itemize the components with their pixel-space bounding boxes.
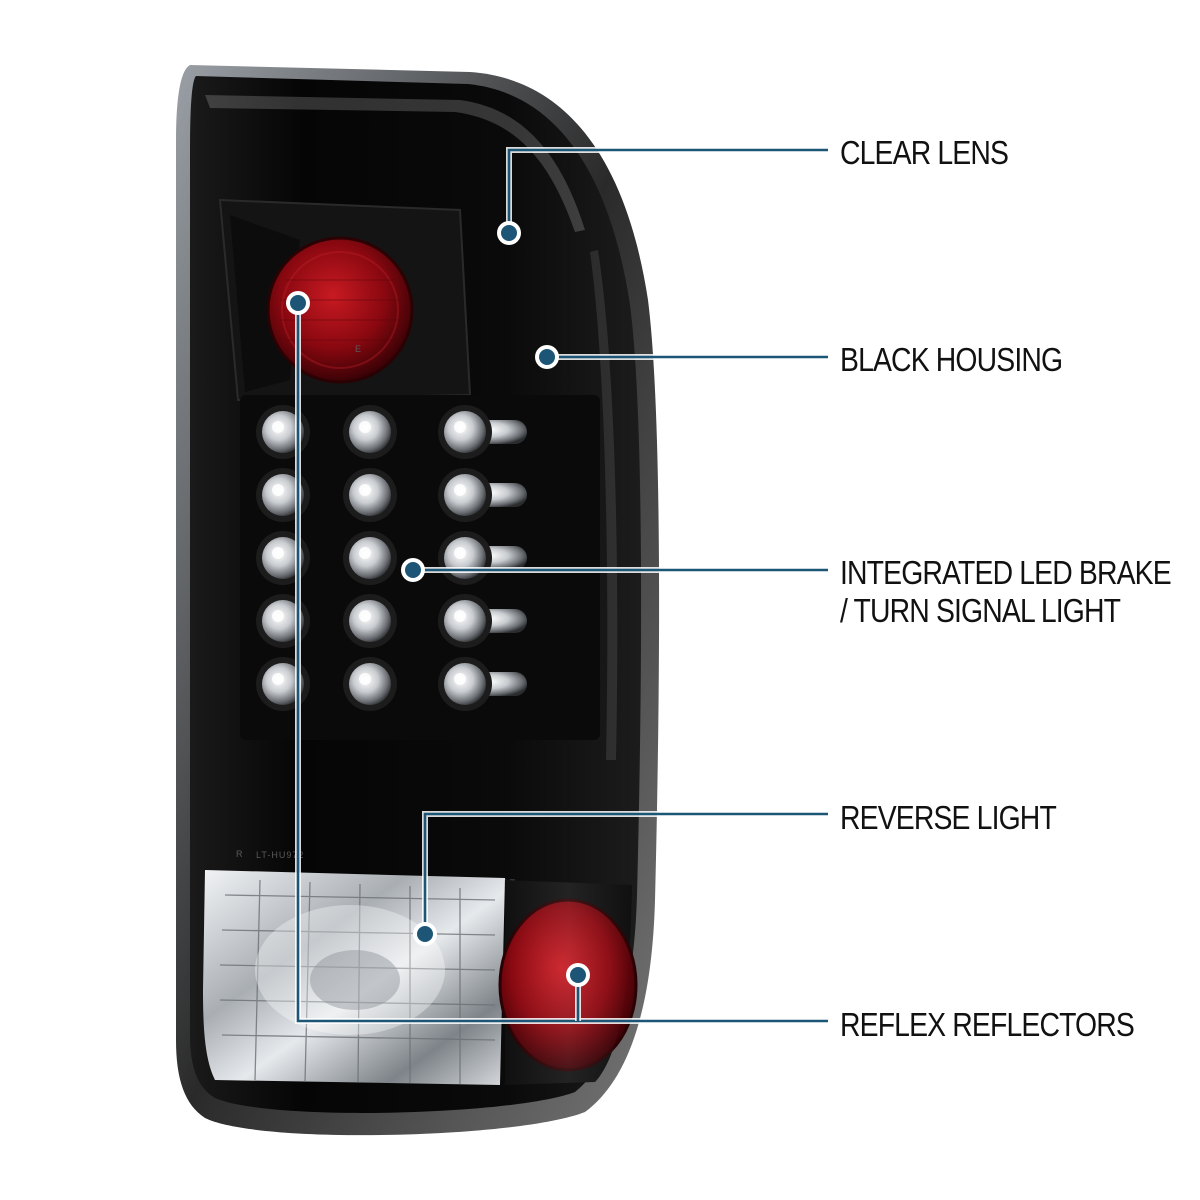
- led-bulb: [343, 468, 397, 522]
- svg-text:E: E: [355, 344, 362, 354]
- callout-line-reverse-light: [423, 812, 828, 934]
- svg-text:LT-HU972: LT-HU972: [256, 850, 304, 860]
- led-bulb: [438, 405, 527, 459]
- label-reflex-reflectors: REFLEX REFLECTORS: [840, 1006, 1135, 1043]
- led-bulb: [256, 594, 310, 648]
- led-bulb: [438, 657, 527, 711]
- led-bulb: [343, 405, 397, 459]
- label-black-housing: BLACK HOUSING: [840, 341, 1063, 378]
- label-reverse-light: REVERSE LIGHT: [840, 799, 1057, 836]
- led-bulb: [256, 657, 310, 711]
- label-clear-lens: CLEAR LENS: [840, 134, 1009, 171]
- callout-line-reflex-upper: [296, 303, 828, 1023]
- dot-clear-lens: [501, 225, 517, 241]
- led-bulb: [438, 594, 527, 648]
- callout-dots: [286, 221, 590, 987]
- dot-integrated-led: [405, 562, 421, 578]
- led-bulb: [256, 531, 310, 585]
- svg-text:R: R: [236, 849, 244, 859]
- upper-red-reflector: [266, 236, 414, 384]
- dot-black-housing: [539, 349, 555, 365]
- led-bulb: [256, 405, 310, 459]
- dot-reflex-lower: [570, 967, 586, 983]
- led-bulb: [343, 657, 397, 711]
- led-bulb: [256, 468, 310, 522]
- dot-reflex-upper: [290, 295, 306, 311]
- callout-lines: [295, 147, 828, 1024]
- led-bulb: [438, 468, 527, 522]
- label-integrated-led: INTEGRATED LED BRAKE / TURN SIGNAL LIGHT: [840, 554, 1172, 629]
- callout-line-clear-lens: [507, 148, 828, 233]
- dot-reverse-light: [417, 926, 433, 942]
- led-bulb: [343, 594, 397, 648]
- led-bulb: [343, 531, 397, 585]
